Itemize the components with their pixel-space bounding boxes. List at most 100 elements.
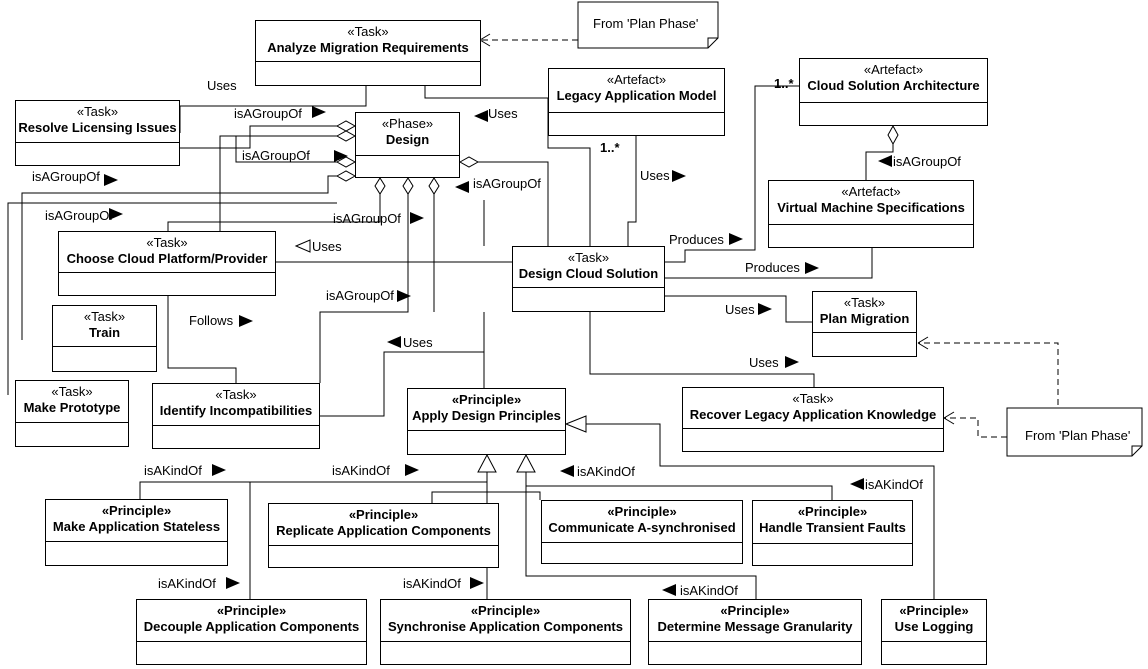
box-name: Make Prototype [23, 400, 121, 415]
line-group-train [21, 175, 337, 340]
label-isagroupof: isAGroupOf [893, 154, 961, 169]
stereotype: «Principle» [899, 603, 969, 618]
label-isakindof: isAKindOf [577, 464, 635, 479]
note-link-arrowhead [479, 33, 491, 47]
label-uses: Uses [725, 302, 755, 317]
box-synchronise-application-components[interactable]: «Principle»Synchronise Application Compo… [380, 599, 631, 665]
label-uses: Uses [403, 335, 433, 350]
label-follows: Follows [189, 313, 234, 328]
stereotype: «Task» [146, 235, 188, 250]
note-link-recover [944, 417, 1007, 438]
line-group-vm [865, 144, 894, 180]
stereotype: «Task» [215, 387, 257, 402]
label-isakindof: isAKindOf [158, 576, 216, 591]
label-isagroupof: isAGroupOf [234, 106, 302, 121]
box-design-cloud-solution[interactable]: «Task»Design Cloud Solution [512, 246, 665, 312]
stereotype: «Principle» [451, 392, 522, 407]
box-identify-incompatibilities[interactable]: «Task»Identify Incompatibilities [152, 383, 320, 449]
line-produces-vm [665, 248, 873, 279]
generalisation-triangle [564, 415, 587, 433]
stereotype: «Phase» [381, 116, 434, 131]
line-group-choose [219, 135, 337, 231]
box-make-application-stateless[interactable]: «Principle»Make Application Stateless [45, 499, 228, 566]
note-from-plan-bottom: From 'Plan Phase' [1007, 408, 1142, 456]
box-determine-message-granularity[interactable]: «Principle»Determine Message Granularity [648, 599, 862, 665]
box-name: Analyze Migration Requirements [267, 40, 469, 55]
box-choose-cloud-platform[interactable]: «Task»Choose Cloud Platform/Provider [58, 231, 276, 296]
box-apply-design-principles[interactable]: «Principle»Apply Design Principles [407, 388, 566, 455]
box-virtual-machine-specifications[interactable]: «Artefact»Virtual Machine Specifications [768, 180, 974, 248]
label-produces: Produces [669, 232, 724, 247]
box-name: Determine Message Granularity [657, 619, 853, 634]
line-kind-logging [586, 423, 935, 599]
label-isakindof: isAKindOf [332, 463, 390, 478]
stereotype: «Principle» [470, 603, 541, 618]
box-train[interactable]: «Task»Train [52, 305, 157, 372]
box-name: Recover Legacy Application Knowledge [689, 407, 937, 422]
label-isakindof: isAKindOf [865, 477, 923, 492]
arch-diamond [887, 124, 899, 146]
note-from-plan-top: From 'Plan Phase' [578, 2, 718, 48]
label-uses: Uses [640, 168, 670, 183]
box-name: Synchronise Application Components [388, 619, 623, 634]
box-use-logging[interactable]: «Principle»Use Logging [881, 599, 987, 665]
box-resolve-licensing-issues[interactable]: «Task»Resolve Licensing Issues [15, 100, 180, 166]
stereotype: «Principle» [720, 603, 790, 618]
box-replicate-application-components[interactable]: «Principle»Replicate Application Compone… [268, 503, 499, 568]
stereotype: «Task» [51, 384, 93, 399]
line-kind-stateless [139, 481, 487, 499]
line-follows [167, 296, 237, 383]
line-kind-transient [525, 472, 833, 500]
line-group-main [235, 136, 337, 163]
label-uses: Uses [207, 78, 237, 93]
label-isagroupof: isAGroupOf [326, 288, 394, 303]
line-kind-replicate [431, 491, 487, 503]
box-make-prototype[interactable]: «Task»Make Prototype [15, 380, 129, 447]
note-shape-bottom [1006, 407, 1143, 457]
box-cloud-solution-architecture[interactable]: «Artefact»Cloud Solution Architecture [799, 58, 988, 126]
stereotype: «Task» [83, 309, 126, 324]
stereotype: «Principle» [348, 507, 419, 522]
note-shape-top [577, 1, 719, 49]
label-isagroupof: isAGroupOf [333, 211, 401, 226]
box-legacy-application-model[interactable]: «Artefact»Legacy Application Model [548, 68, 725, 136]
box-name: Choose Cloud Platform/Provider [66, 251, 268, 266]
box-name: Train [88, 325, 121, 340]
aggregation-diamond [335, 120, 357, 132]
box-handle-transient-faults[interactable]: «Principle»Handle Transient Faults [752, 500, 913, 566]
box-name: Virtual Machine Specifications [777, 200, 965, 215]
box-name: Design [385, 132, 430, 147]
box-name: Legacy Application Model [556, 88, 717, 103]
stereotype: «Principle» [216, 603, 287, 618]
label-uses: Uses [488, 106, 518, 121]
box-name: Replicate Application Components [276, 523, 491, 538]
box-analyze-migration-requirements[interactable]: «Task»Analyze Migration Requirements [255, 20, 481, 86]
label-isagroupof: isAGroupOf [242, 148, 310, 163]
note-text: From 'Plan Phase' [1025, 428, 1131, 443]
box-name: Cloud Solution Architecture [807, 78, 980, 93]
box-name: Resolve Licensing Issues [18, 120, 177, 135]
note-text: From 'Plan Phase' [593, 16, 699, 31]
stereotype: «Principle» [797, 504, 868, 519]
label-isakindof: isAKindOf [680, 583, 738, 598]
label-uses: Uses [749, 355, 779, 370]
line-uses-legacy [627, 136, 637, 246]
line-uses-plan [665, 295, 812, 323]
label-produces: Produces [745, 260, 800, 275]
box-name: Decouple Application Components [143, 619, 360, 634]
label-multiplicity: 1..* [600, 140, 620, 155]
box-communicate-asynchronised[interactable]: «Principle»Communicate A-synchronised [541, 500, 743, 564]
box-name: Apply Design Principles [412, 408, 561, 423]
line-uses-recover [589, 312, 815, 387]
label-isagroupof: isAGroupOf [45, 208, 113, 223]
box-decouple-application-components[interactable]: «Principle»Decouple Application Componen… [136, 599, 367, 665]
stereotype: «Task» [76, 104, 119, 119]
box-recover-legacy-knowledge[interactable]: «Task»Recover Legacy Application Knowled… [682, 387, 944, 452]
box-design-phase[interactable]: «Phase»Design [355, 112, 460, 178]
line-group-choose2 [167, 194, 381, 231]
label-isakindof: isAKindOf [403, 576, 461, 591]
box-plan-migration[interactable]: «Task»Plan Migration [812, 291, 917, 357]
box-name: Design Cloud Solution [518, 266, 659, 281]
